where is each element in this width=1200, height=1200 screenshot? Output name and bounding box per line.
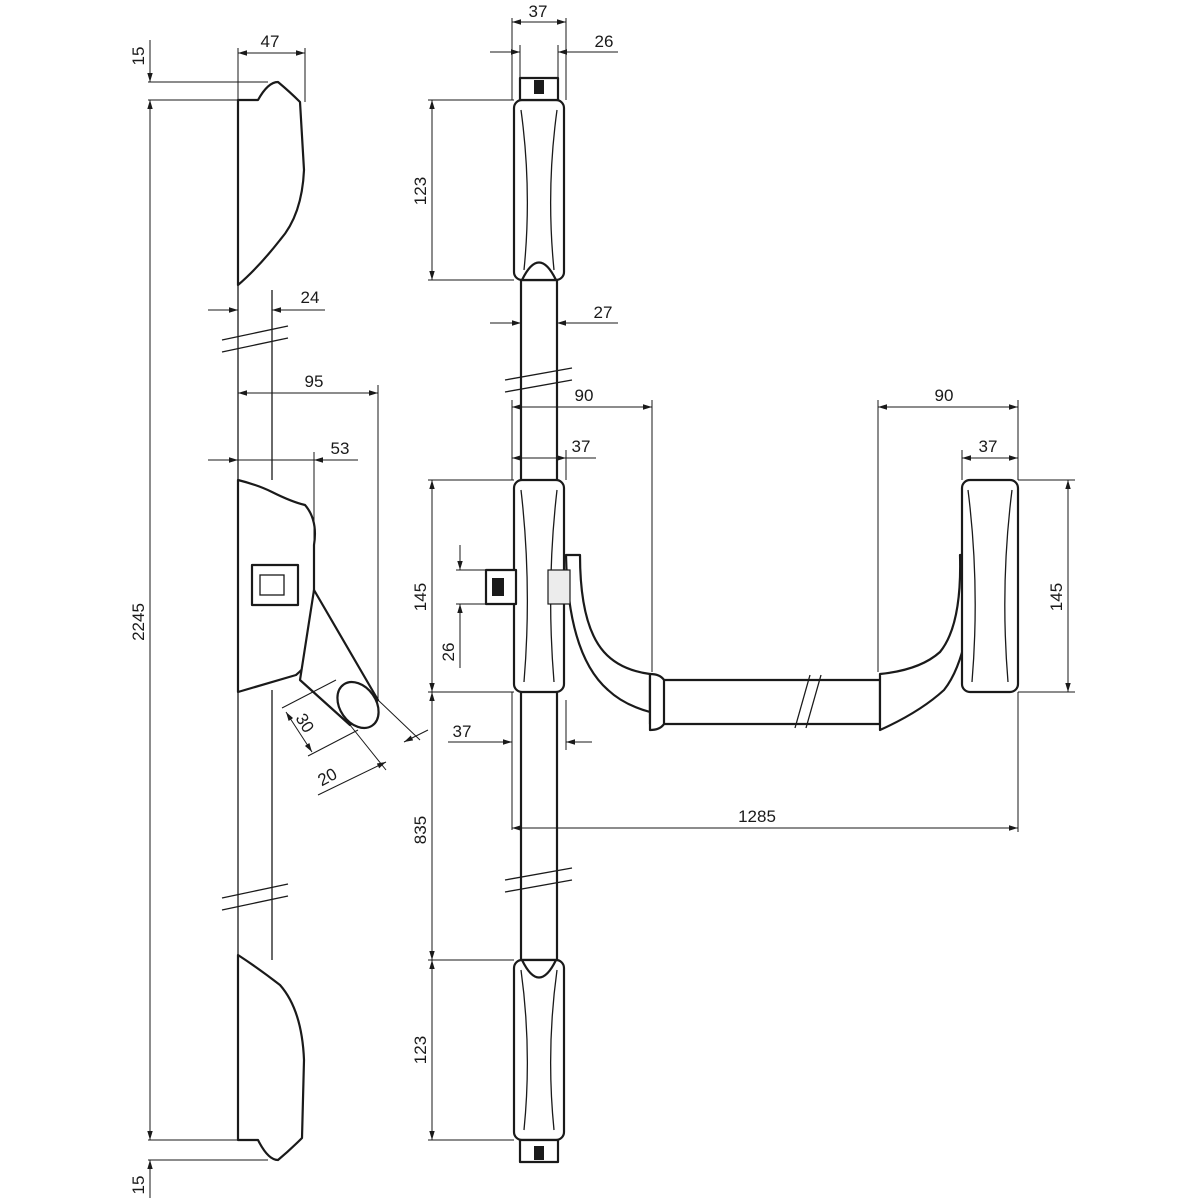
dim-lock-height-right: 145 (1047, 583, 1066, 611)
front-left-follower-core (492, 578, 504, 596)
front-push-bar (648, 678, 882, 726)
front-top-bolt-pin (534, 80, 544, 94)
dim-top-bolt-gap: 26 (595, 32, 614, 51)
side-break-mark-lower-a (221, 883, 289, 899)
front-top-guide-saddle (520, 261, 558, 282)
front-bottom-guide-saddle (520, 958, 558, 979)
dim-lock-projection-right: 90 (935, 386, 954, 405)
front-top-guide (512, 98, 566, 282)
side-break-mark-lower-b (221, 895, 289, 911)
side-follower (250, 563, 300, 607)
side-break-mark-upper-b (221, 337, 289, 353)
dim-top-bolt-width: 37 (529, 2, 548, 21)
front-bottom-bolt-pin (534, 1146, 544, 1160)
side-break-mark-upper-a (221, 325, 289, 341)
dim-lock-projection-left: 90 (575, 386, 594, 405)
dim-top-overhang: 15 (129, 47, 148, 66)
dim-rod-diameter: 27 (594, 303, 613, 322)
front-left-arm-clip (547, 569, 571, 605)
dim-side-rod: 24 (301, 288, 320, 307)
side-follower-slot (259, 574, 285, 596)
dim-lower-rod-width: 37 (453, 722, 472, 741)
dim-lock-height-left: 145 (411, 583, 430, 611)
dim-follower-height: 26 (439, 643, 458, 662)
side-dimensions: 15 47 2245 15 24 95 53 30 (129, 32, 429, 1198)
front-right-lock (960, 478, 1020, 694)
dim-bottom-overhang: 15 (129, 1176, 148, 1195)
side-handle-tip (336, 680, 380, 730)
front-left-handle-arm (564, 553, 652, 714)
front-bottom-guide (512, 958, 566, 1142)
dim-lock-body-width-left: 37 (572, 437, 591, 456)
dim-lower-rod-length: 835 (411, 816, 430, 844)
dim-total-height: 2245 (129, 603, 148, 641)
front-right-handle-arm (878, 553, 976, 732)
side-top-guide (236, 80, 306, 287)
front-view (484, 76, 1020, 1164)
dim-lock-body-width-right: 37 (979, 437, 998, 456)
dim-top-guide-height: 123 (411, 177, 430, 205)
dim-bar-span: 1285 (738, 807, 776, 826)
dim-handle-depth: 95 (305, 372, 324, 391)
dim-handle-tip-length: 30 (292, 710, 318, 736)
dim-handle-offset: 53 (331, 439, 350, 458)
dim-side-width: 47 (261, 32, 280, 51)
side-view (221, 80, 380, 1162)
side-bottom-guide (236, 953, 306, 1162)
dim-bottom-guide-height: 123 (411, 1036, 430, 1064)
front-dimensions: 37 26 123 27 90 37 145 (411, 2, 1075, 1141)
